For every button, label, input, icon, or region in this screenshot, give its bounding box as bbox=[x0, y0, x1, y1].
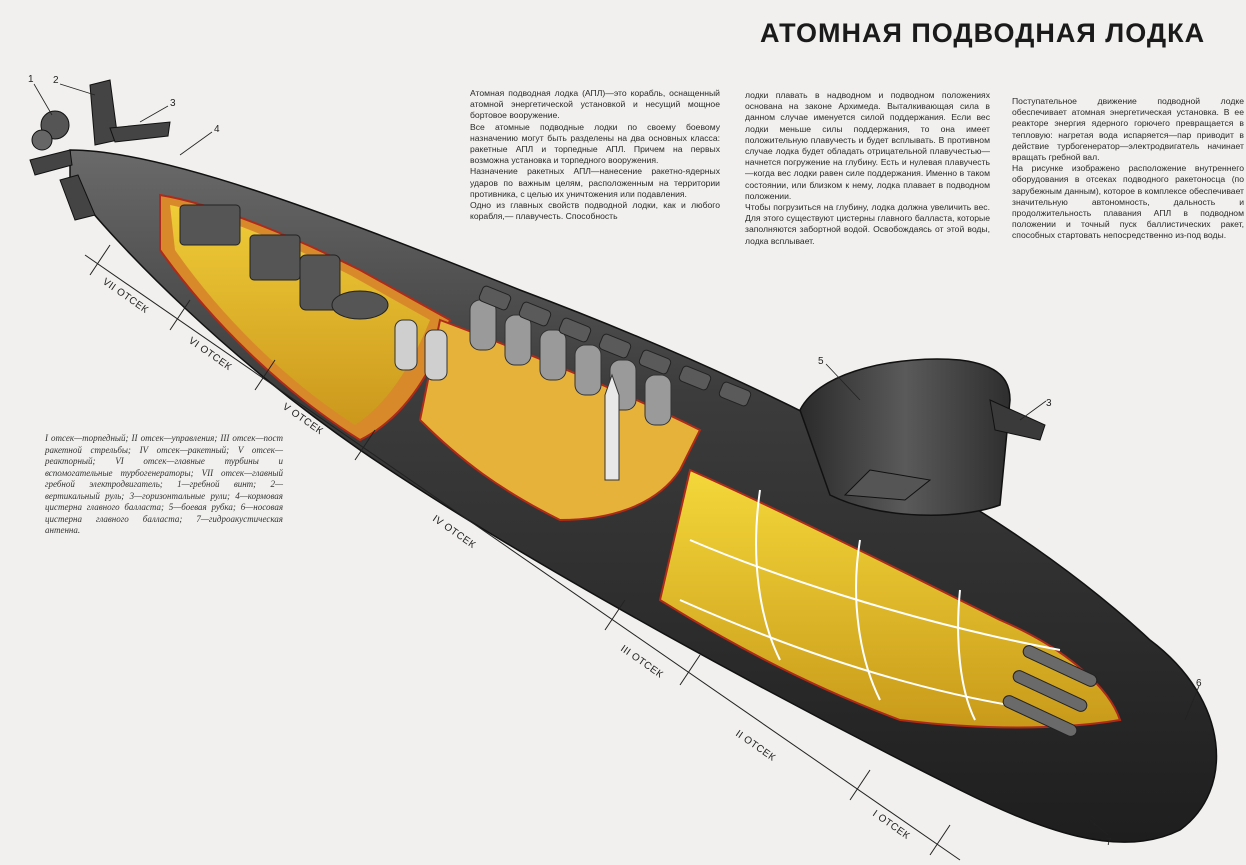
callout-3b: 3 bbox=[1046, 398, 1052, 409]
stern-assembly bbox=[29, 79, 171, 221]
callout-leaders bbox=[33, 83, 1200, 836]
engine-machinery bbox=[179, 204, 389, 320]
compartment-label: III ОТСЕК bbox=[618, 643, 665, 680]
sail-plane bbox=[989, 399, 1046, 441]
callout-5: 5 bbox=[818, 356, 824, 367]
legend-text: I отсек—торпедный; II отсек—управления; … bbox=[45, 433, 283, 535]
callout-7: 7 bbox=[1106, 837, 1112, 848]
dimension-line bbox=[84, 254, 961, 861]
text-column-3: Поступательное движение подводной лодке … bbox=[1012, 96, 1244, 241]
text-column-1: Атомная подводная лодка (АПЛ)—это корабл… bbox=[470, 88, 720, 222]
text-column-2: лодки плавать в надводном и подводном по… bbox=[745, 90, 990, 246]
callout-1: 1 bbox=[28, 74, 34, 85]
cutaway-fore bbox=[658, 468, 1122, 729]
missile bbox=[604, 373, 620, 481]
fore-bulkheads bbox=[679, 489, 1061, 721]
compartment-label: I ОТСЕК bbox=[870, 808, 911, 841]
poster-title: АТОМНАЯ ПОДВОДНАЯ ЛОДКА bbox=[760, 18, 1206, 48]
reactor-tanks bbox=[394, 319, 448, 381]
dimension-ticks bbox=[89, 244, 951, 856]
conning-tower bbox=[799, 358, 1011, 516]
callout-2: 2 bbox=[53, 75, 59, 86]
missile-tubes bbox=[469, 299, 672, 426]
missile-hatches bbox=[478, 285, 752, 407]
callout-4: 4 bbox=[214, 124, 220, 135]
torpedo-tubes bbox=[1002, 645, 1098, 737]
callout-6: 6 bbox=[1196, 678, 1202, 689]
compartment-label: II ОТСЕК bbox=[733, 728, 777, 763]
callout-numbers: 1 2 3 4 5 3 6 7 bbox=[28, 74, 1202, 848]
callout-3: 3 bbox=[170, 98, 176, 109]
